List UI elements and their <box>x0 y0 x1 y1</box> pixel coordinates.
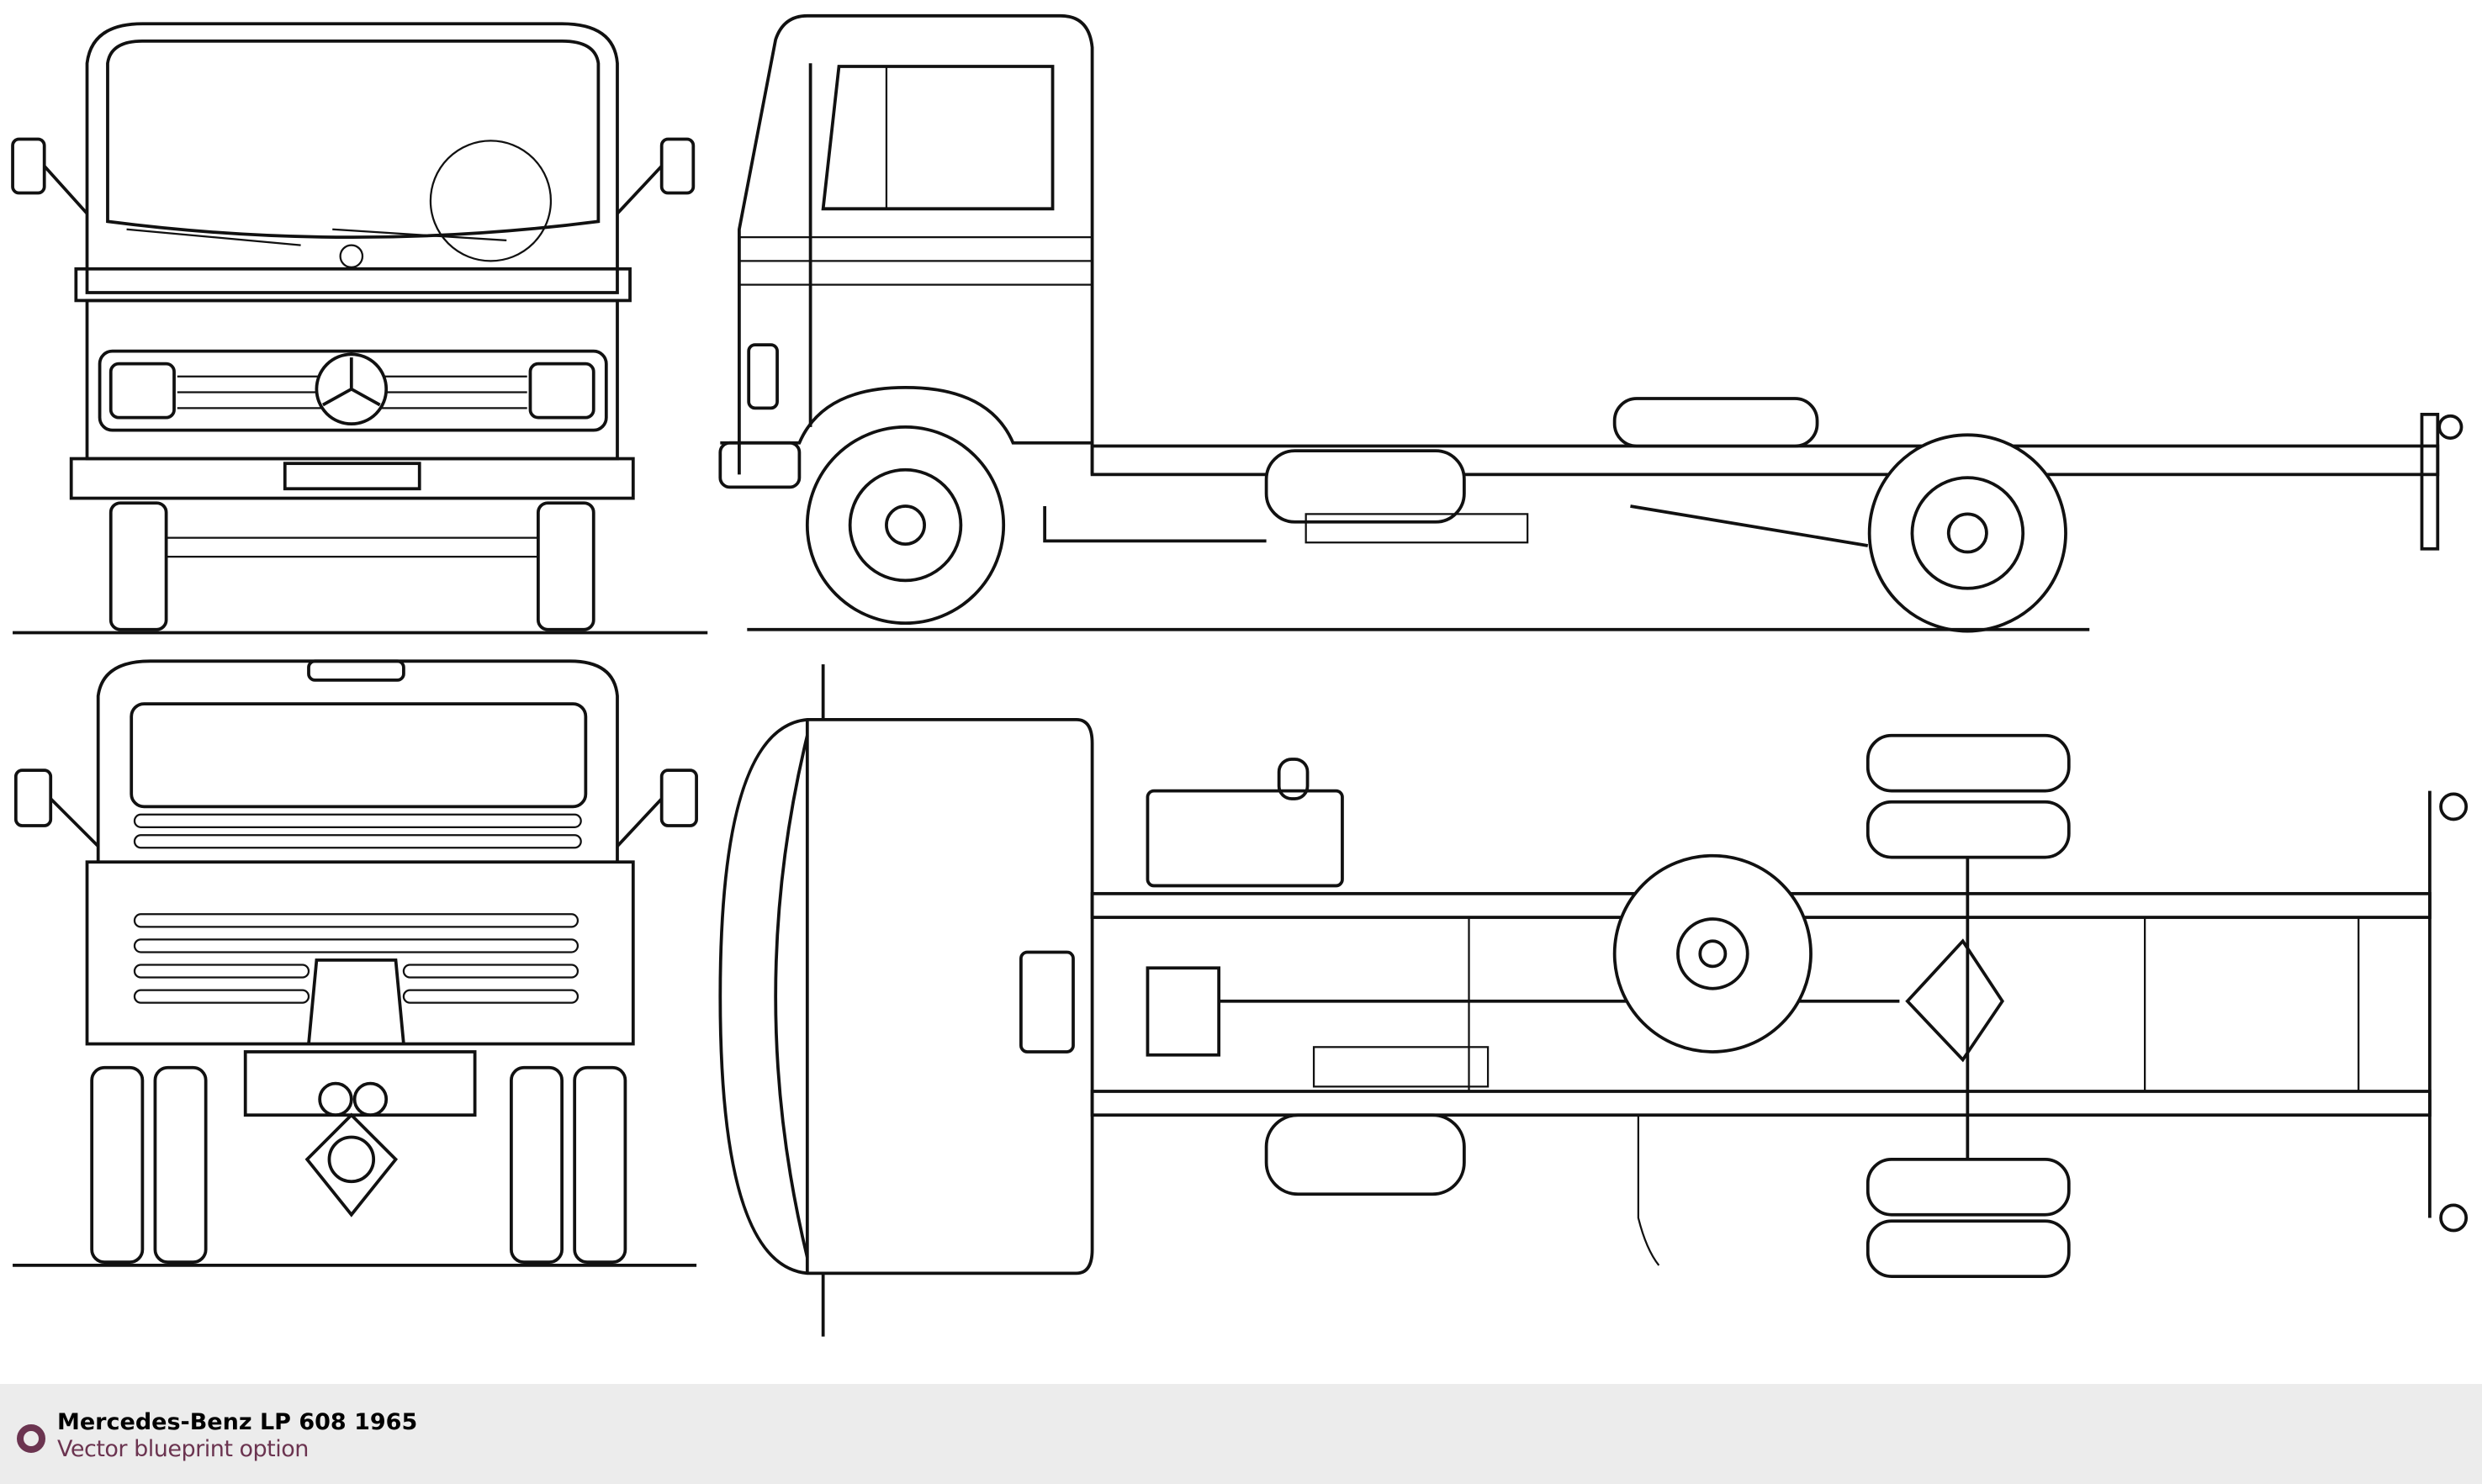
side-view <box>718 13 2463 633</box>
top-view <box>718 664 2469 1337</box>
footer-bar: Mercedes-Benz LP 608 1965 Vector bluepri… <box>0 1384 2482 1484</box>
rear-view <box>13 659 698 1267</box>
circle-logo-icon <box>17 1424 45 1453</box>
front-view <box>11 22 708 635</box>
blueprint-title: Mercedes-Benz LP 608 1965 <box>57 1409 418 1435</box>
blueprint-subtitle: Vector blueprint option <box>57 1436 309 1462</box>
blueprint-drawing <box>11 13 2469 1337</box>
